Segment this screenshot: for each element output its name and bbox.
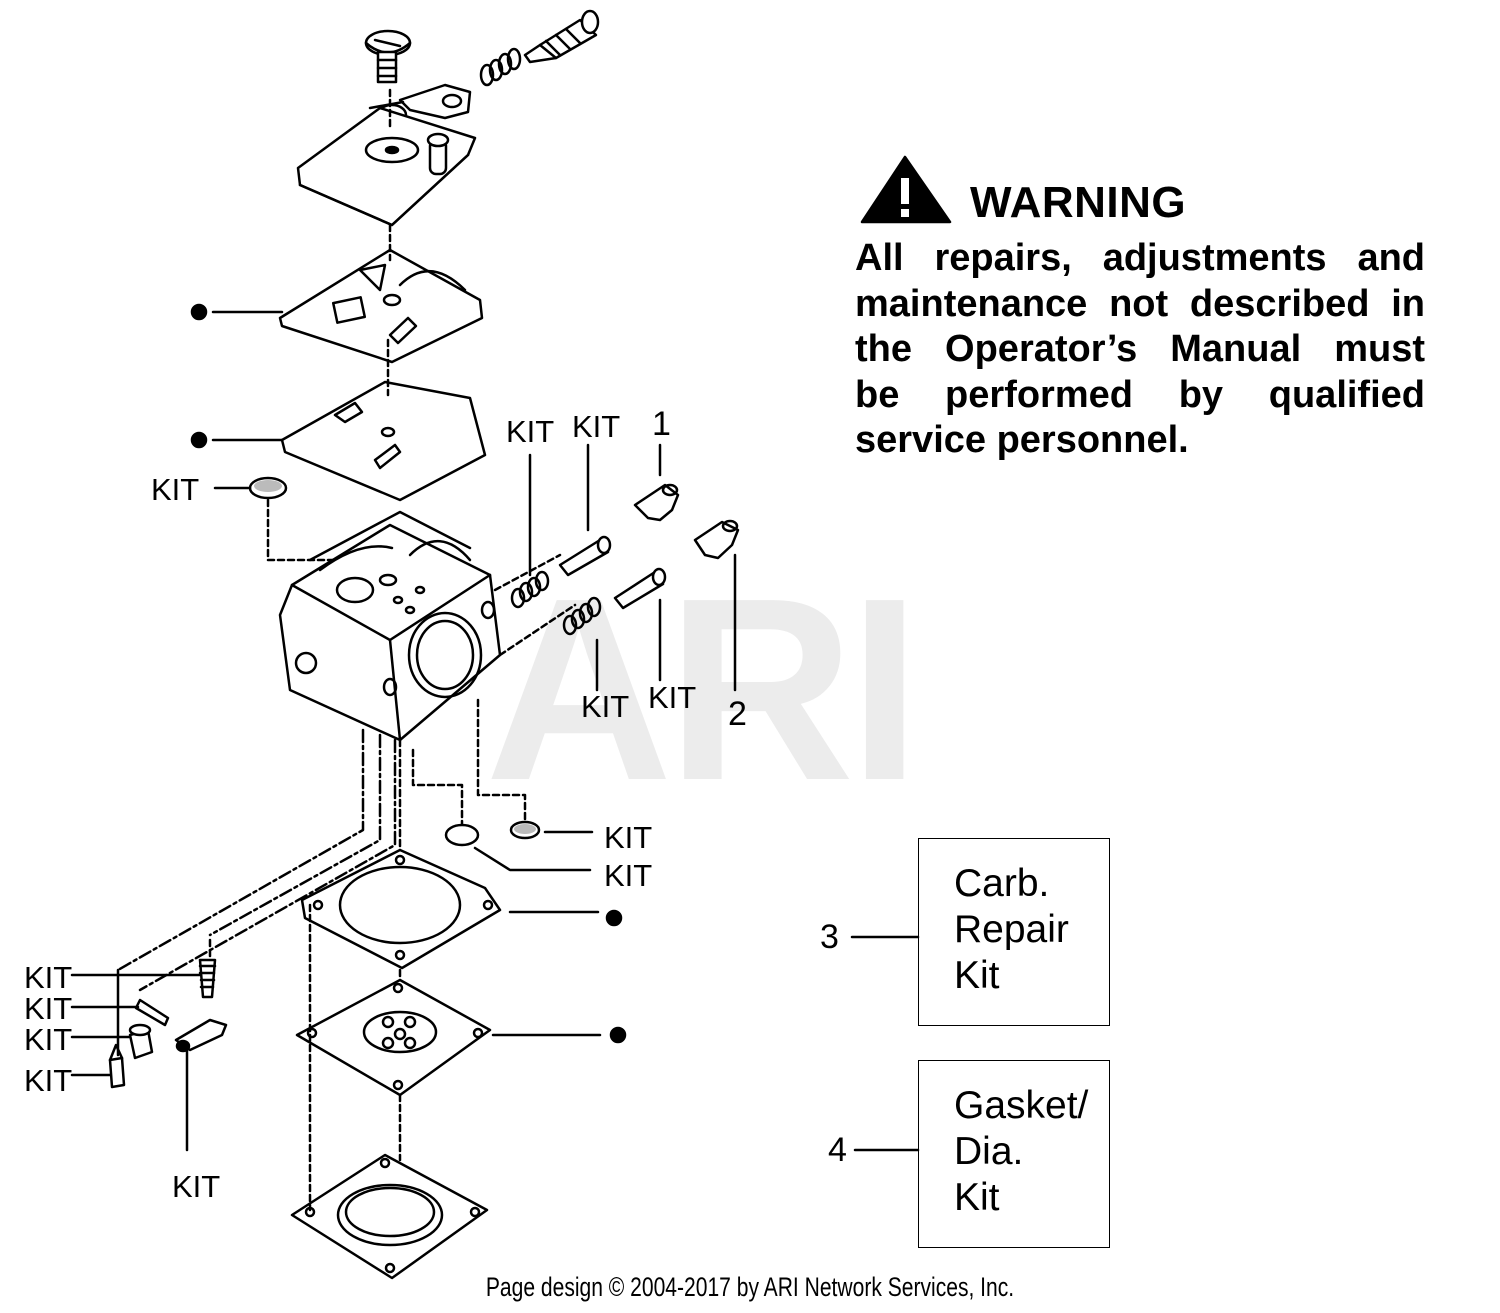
legend-line: Dia. [954,1130,1024,1173]
ref-number-3: 3 [820,918,839,956]
inlet-lever-part [174,1018,228,1053]
limiter-cap-1 [633,483,680,522]
warning-message: All repairs, adjustments and maintenance… [855,236,1425,464]
screen-lower-2 [509,820,541,840]
bullet-3 [605,909,623,927]
warning-line: the Operator’s Manual must [855,328,1425,370]
legend-line: Carb. [954,862,1050,905]
legend-line: Repair [954,908,1069,951]
kit-label: KIT [24,960,73,995]
kit-label: KIT [24,991,73,1026]
pump-diaphragm [295,978,492,1097]
kit-label: KIT [572,409,621,444]
diaphragm-upper [280,380,487,502]
gasket-upper [278,248,484,364]
top-needle-spring [479,9,600,87]
warning-heading: WARNING [970,178,1187,227]
kit-label: KIT [648,680,697,715]
bullet-2 [190,431,208,449]
kit-label: KIT [151,472,200,507]
ref-number-4: 4 [828,1131,847,1169]
spring-part [198,958,217,999]
adjust-needle-low [562,567,667,636]
pump-cover [290,1153,489,1280]
pin-part [134,998,170,1027]
screen-lower-1 [444,823,480,847]
bullet-1 [190,303,208,321]
warning-line: service personnel. [855,419,1189,461]
limiter-cap-2 [693,519,740,560]
warning-line: be performed by qualified [855,373,1425,416]
ref-number-1: 1 [652,405,671,443]
needle-valve-part [108,1043,126,1089]
bullet-4 [609,1026,627,1044]
carburetor-body [278,510,577,742]
adjust-needle-high [510,535,612,609]
kit-label: KIT [604,858,653,893]
screw-part [128,1023,154,1060]
carb-repair-kit-box: Carb. Repair Kit [918,838,1110,1026]
legend-line: Gasket/ [954,1084,1089,1127]
kit-label: KIT [506,414,555,449]
pump-gasket [300,848,502,970]
cover-screw [364,29,412,84]
warning-triangle-icon [860,155,952,224]
kit-label: KIT [581,689,630,724]
ari-watermark: ARI [485,545,921,835]
copyright-footer: Page design © 2004-2017 by ARI Network S… [485,1272,1015,1302]
ref-number-2: 2 [728,695,747,733]
legend-line: Kit [954,1176,1000,1219]
warning-line: maintenance not described in [855,282,1425,325]
kit-label: KIT [604,820,653,855]
kit-label: KIT [172,1169,221,1204]
legend-line: Kit [954,954,1000,997]
gasket-dia-kit-box: Gasket/ Dia. Kit [918,1060,1110,1248]
kit-label: KIT [24,1063,73,1098]
metering-cover [296,106,477,227]
inlet-screen [248,476,288,500]
kit-label: KIT [24,1022,73,1057]
warning-line: All repairs, adjustments and [855,237,1425,279]
